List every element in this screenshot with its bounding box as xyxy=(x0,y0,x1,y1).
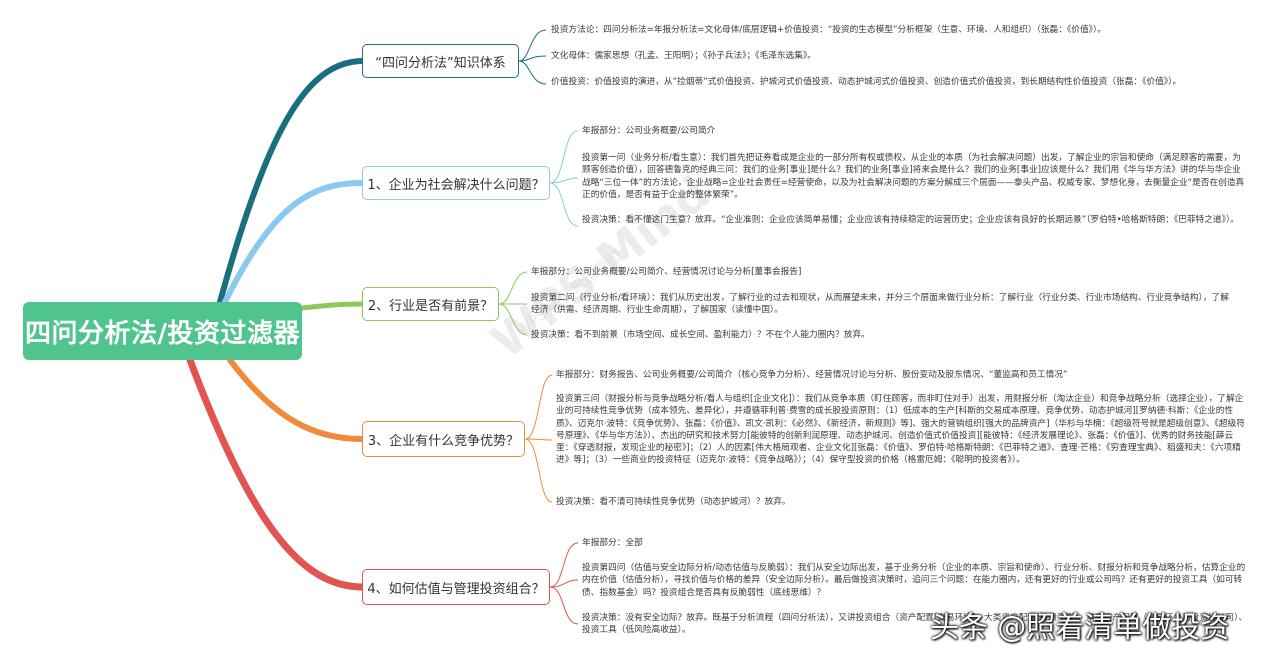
connector-branch-1 xyxy=(217,58,365,305)
leaf-cultural-root[interactable]: 文化母体：儒家思想（孔孟、王阳明）；《孙子兵法》；《毛泽东选集》。 xyxy=(551,51,816,61)
leaf-connector xyxy=(524,374,553,440)
leaf-connector xyxy=(549,177,579,184)
leaf-question-3-analysis[interactable]: 投资第三问（财报分析与竞争战略分析/看人与组织[企业文化]）：我们从竞争本质（盯… xyxy=(556,394,1245,466)
leaf-question-2-decision[interactable]: 投资决策：看不到前景（市场空间、成长空间、盈利能力）？不在个人能力圈内？放弃。 xyxy=(531,330,870,340)
leaf-connector xyxy=(549,130,579,184)
branch-question-3[interactable]: 3、企业有什么竞争优势？ xyxy=(362,421,525,457)
leaf-connector xyxy=(518,55,547,62)
source-credit: 头条 @照着清单做投资 xyxy=(930,610,1230,644)
leaf-question-1-decision[interactable]: 投资决策：看不懂这门生意？放弃。“企业准则：企业应该简单易懂；企业应该有持续稳定… xyxy=(582,215,1239,225)
connector-branch-3 xyxy=(299,301,365,311)
leaf-annual-report-section[interactable]: 年报部分：公司业务概要/公司简介、经营情况讨论与分析[董事会报告] xyxy=(531,267,802,277)
leaf-question-1-analysis[interactable]: 投资第一问（业务分析/看生意）：我们首先把证券看成是企业的一部分所有权或债权，从… xyxy=(582,153,1245,200)
leaf-annual-report-section[interactable]: 年报部分：公司业务概要/公司简介 xyxy=(582,126,716,136)
branch-knowledge-system[interactable]: “四问分析法”知识体系 xyxy=(362,44,519,78)
connector-branch-4 xyxy=(227,357,365,442)
leaf-question-2-analysis[interactable]: 投资第二问（行业分析/看环境）：我们从历史出发，了解行业的过去和现状，从而展望未… xyxy=(531,293,1229,316)
leaf-connector xyxy=(498,303,528,336)
branch-question-4[interactable]: 4、如何估值与管理投资组合？ xyxy=(362,569,550,605)
leaf-annual-report-section[interactable]: 年报部分：财务报告、公司业务概要/公司简介（核心竞争力分析）、经营情况讨论与分析… xyxy=(556,370,1068,380)
leaf-connector xyxy=(518,60,547,85)
leaf-value-investing[interactable]: 价值投资：价值投资的演进，从“捡烟蒂”式价值投资、护城河式价值投资、动态护城河式… xyxy=(551,77,1182,87)
leaf-question-4-decision[interactable]: 投资决策：没有安全边际？放弃。既基于分析流程（四问分析法），又讲投资组合（资产配… xyxy=(582,613,1248,636)
leaf-annual-report-section[interactable]: 年报部分：全部 xyxy=(582,538,643,548)
leaf-connector xyxy=(498,271,528,305)
leaf-connector xyxy=(549,182,579,227)
branch-question-1[interactable]: 1、企业为社会解决什么问题？ xyxy=(362,166,550,200)
leaf-connector xyxy=(549,579,579,588)
connector-branch-2 xyxy=(222,180,365,305)
leaf-connector xyxy=(524,438,553,503)
leaf-connector xyxy=(549,542,579,588)
leaf-connector xyxy=(549,586,579,625)
leaf-question-3-decision[interactable]: 投资决策：看不清可持续性竞争优势（动态护城河）？放弃。 xyxy=(556,497,791,507)
leaf-question-4-analysis[interactable]: 投资第四问（估值与安全边际分析/动态估值与反脆弱）：我们从安全边际出发，基于业务… xyxy=(582,563,1246,598)
leaf-methodology[interactable]: 投资方法论：四问分析法=年报分析法=文化母体/底层逻辑+价值投资：“投资的生态模… xyxy=(551,25,1106,35)
root-topic[interactable]: 四问分析法/投资过滤器 xyxy=(23,302,302,360)
leaf-connector xyxy=(518,29,547,62)
connector-branch-5 xyxy=(186,356,366,591)
branch-question-2[interactable]: 2、行业是否有前景？ xyxy=(362,287,499,321)
leaf-connector xyxy=(524,438,553,441)
